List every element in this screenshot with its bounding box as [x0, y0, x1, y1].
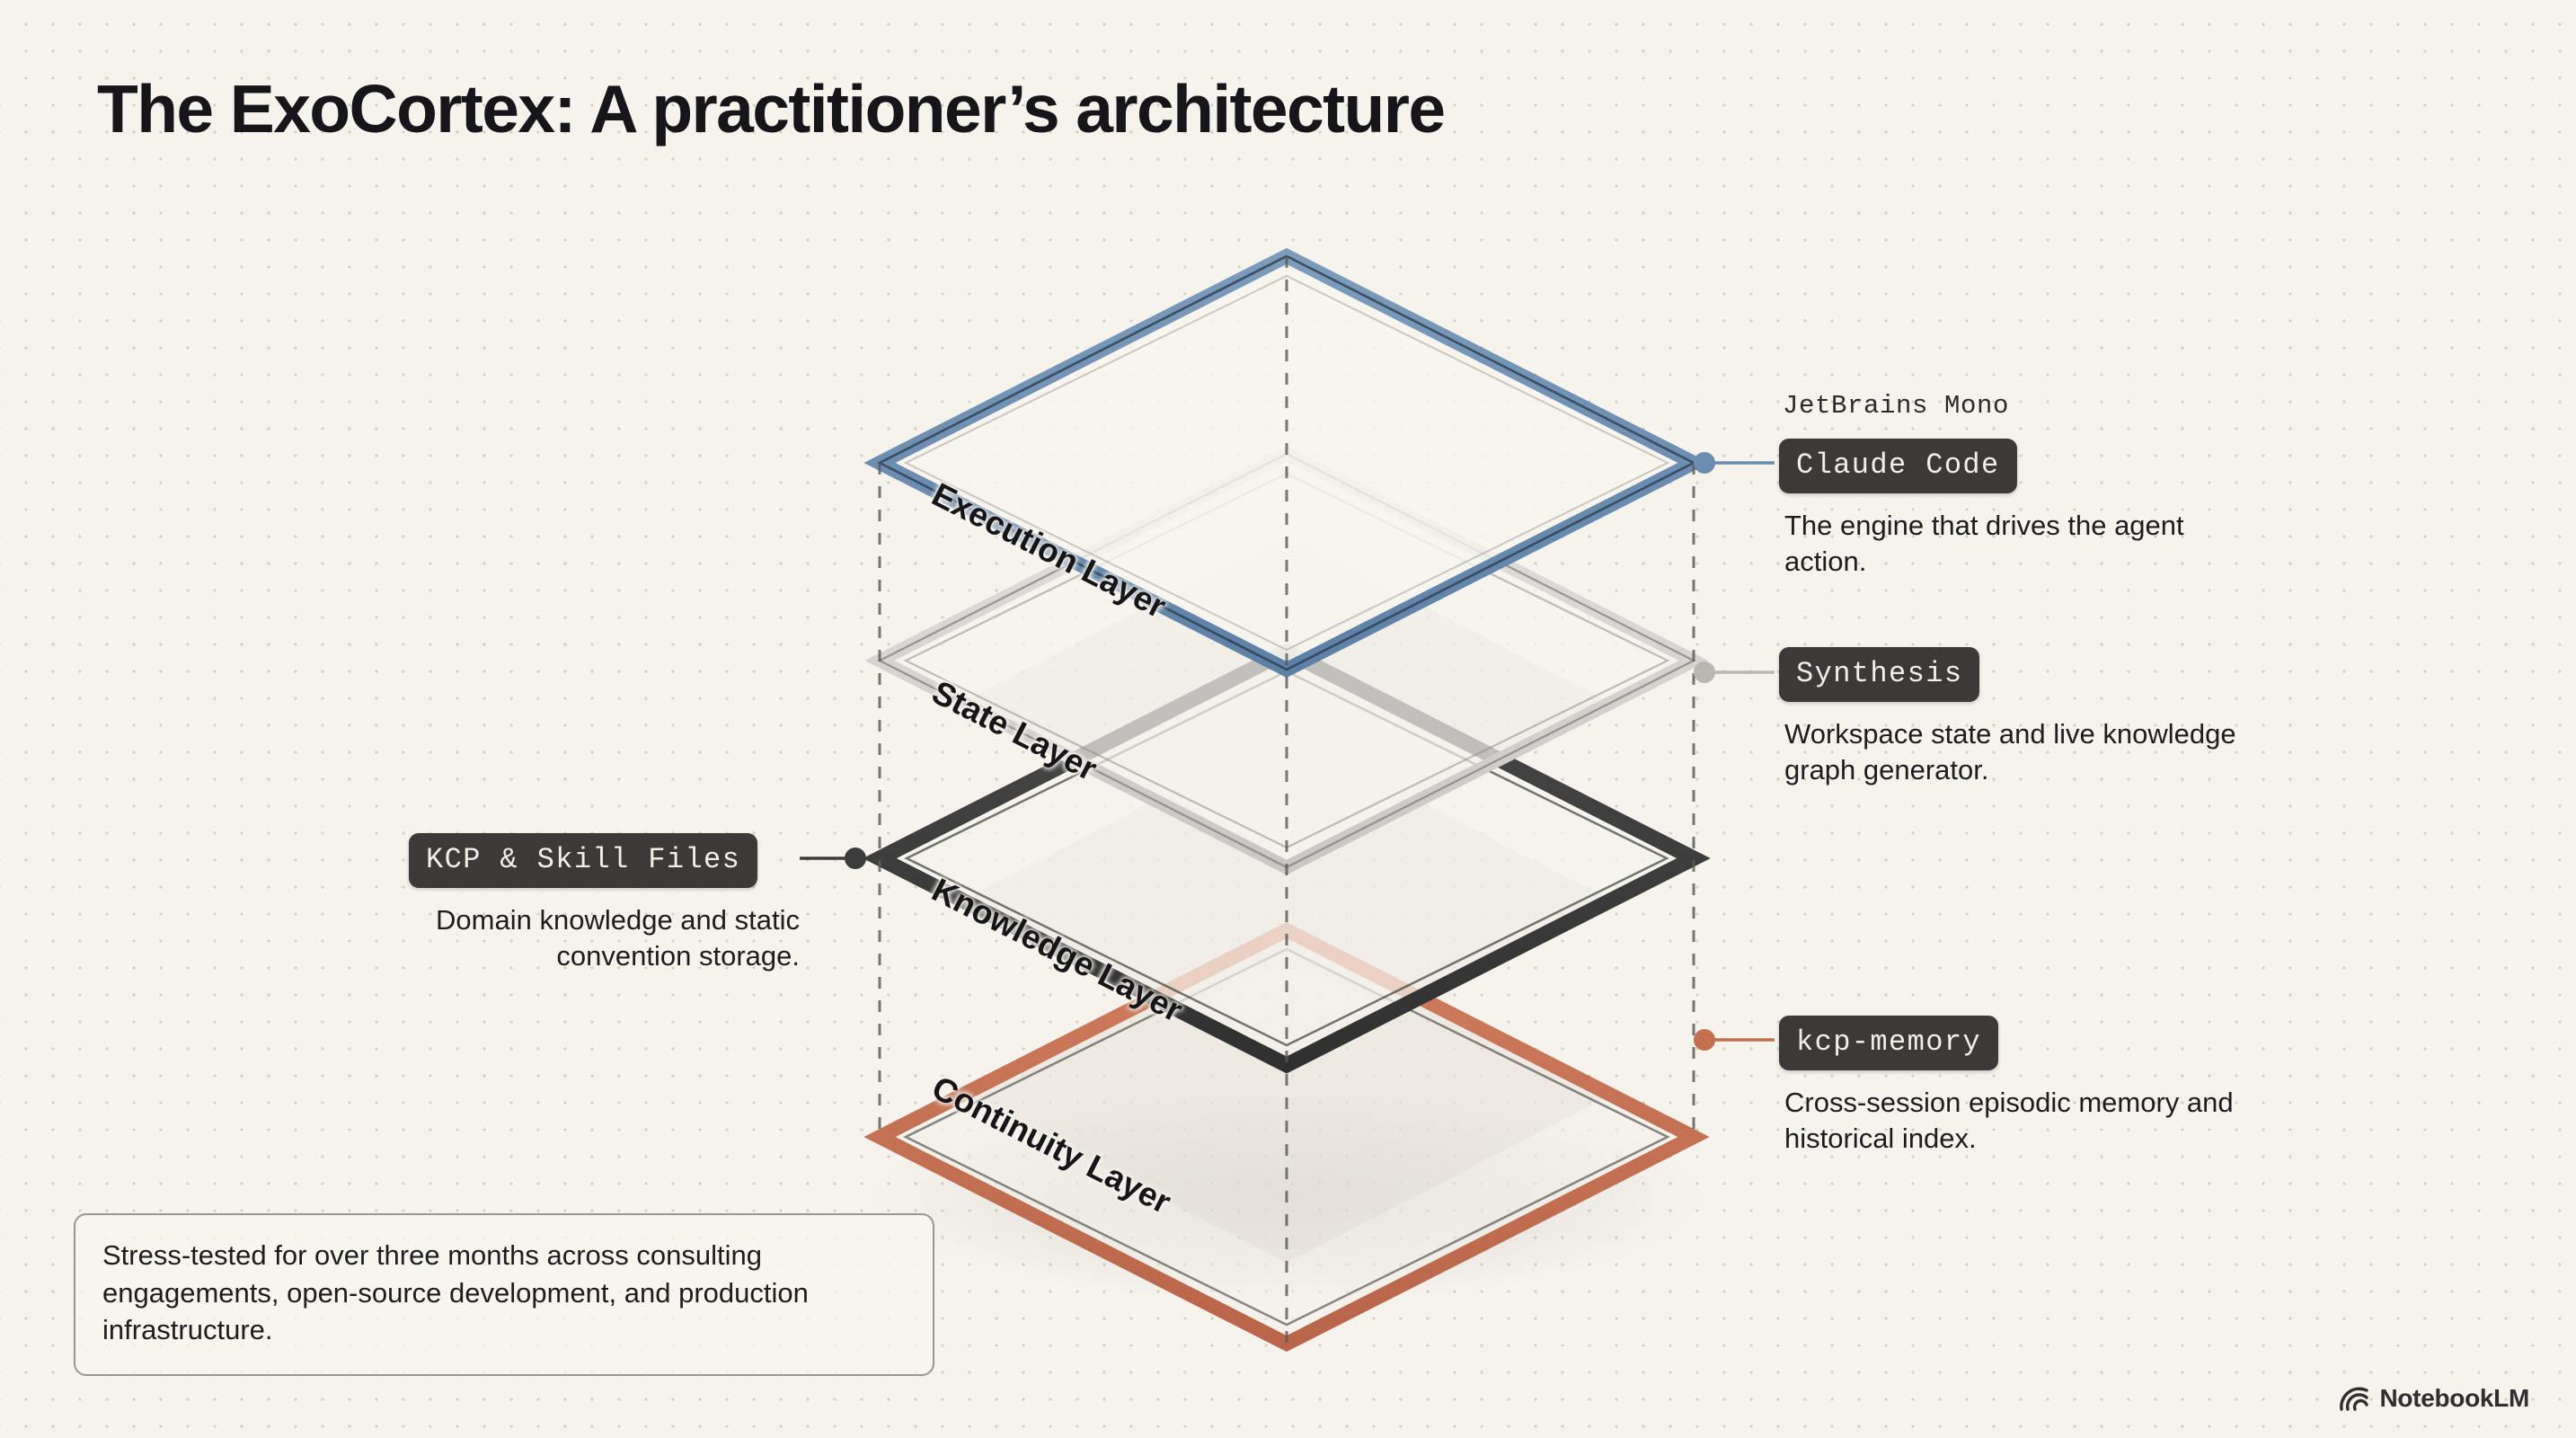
notebooklm-watermark: NotebookLM — [2339, 1384, 2529, 1413]
footnote-box: Stress-tested for over three months acro… — [74, 1213, 934, 1376]
layer-shape-execution — [863, 248, 1710, 678]
connector-dot-knowledge — [845, 848, 866, 869]
connector-dot-state — [1694, 661, 1715, 683]
font-annotation-label: JetBrains Mono — [1783, 391, 2010, 421]
layer-shape-continuity — [863, 922, 1710, 1352]
callout-description-kcp-skill-files: Domain knowledge and static convention s… — [436, 904, 800, 972]
callout-description-claude-code: The engine that drives the agent action. — [1784, 510, 2184, 577]
callout-leader-lines — [800, 452, 1775, 1051]
callout-badge-claude-code[interactable]: Claude Code — [1779, 439, 2017, 493]
callout-badge-synthesis[interactable]: Synthesis — [1779, 647, 1980, 702]
connector-dot-execution — [1694, 452, 1715, 474]
page-title: The ExoCortex: A practitioner’s architec… — [97, 71, 1446, 146]
footnote-text: Stress-tested for over three months acro… — [102, 1239, 809, 1346]
callout-description-synthesis: Workspace state and live knowledge graph… — [1784, 718, 2236, 786]
notebooklm-logo-icon — [2340, 1387, 2369, 1411]
connector-dot-continuity — [1694, 1029, 1715, 1051]
watermark-label: NotebookLM — [2379, 1384, 2529, 1412]
callout-description-kcp-memory: Cross-session episodic memory and histor… — [1784, 1087, 2234, 1154]
alignment-guides — [878, 256, 1695, 1344]
callout-badge-kcp-skill-files[interactable]: KCP & Skill Files — [409, 833, 758, 888]
callout-badge-kcp-memory[interactable]: kcp-memory — [1779, 1016, 1999, 1070]
